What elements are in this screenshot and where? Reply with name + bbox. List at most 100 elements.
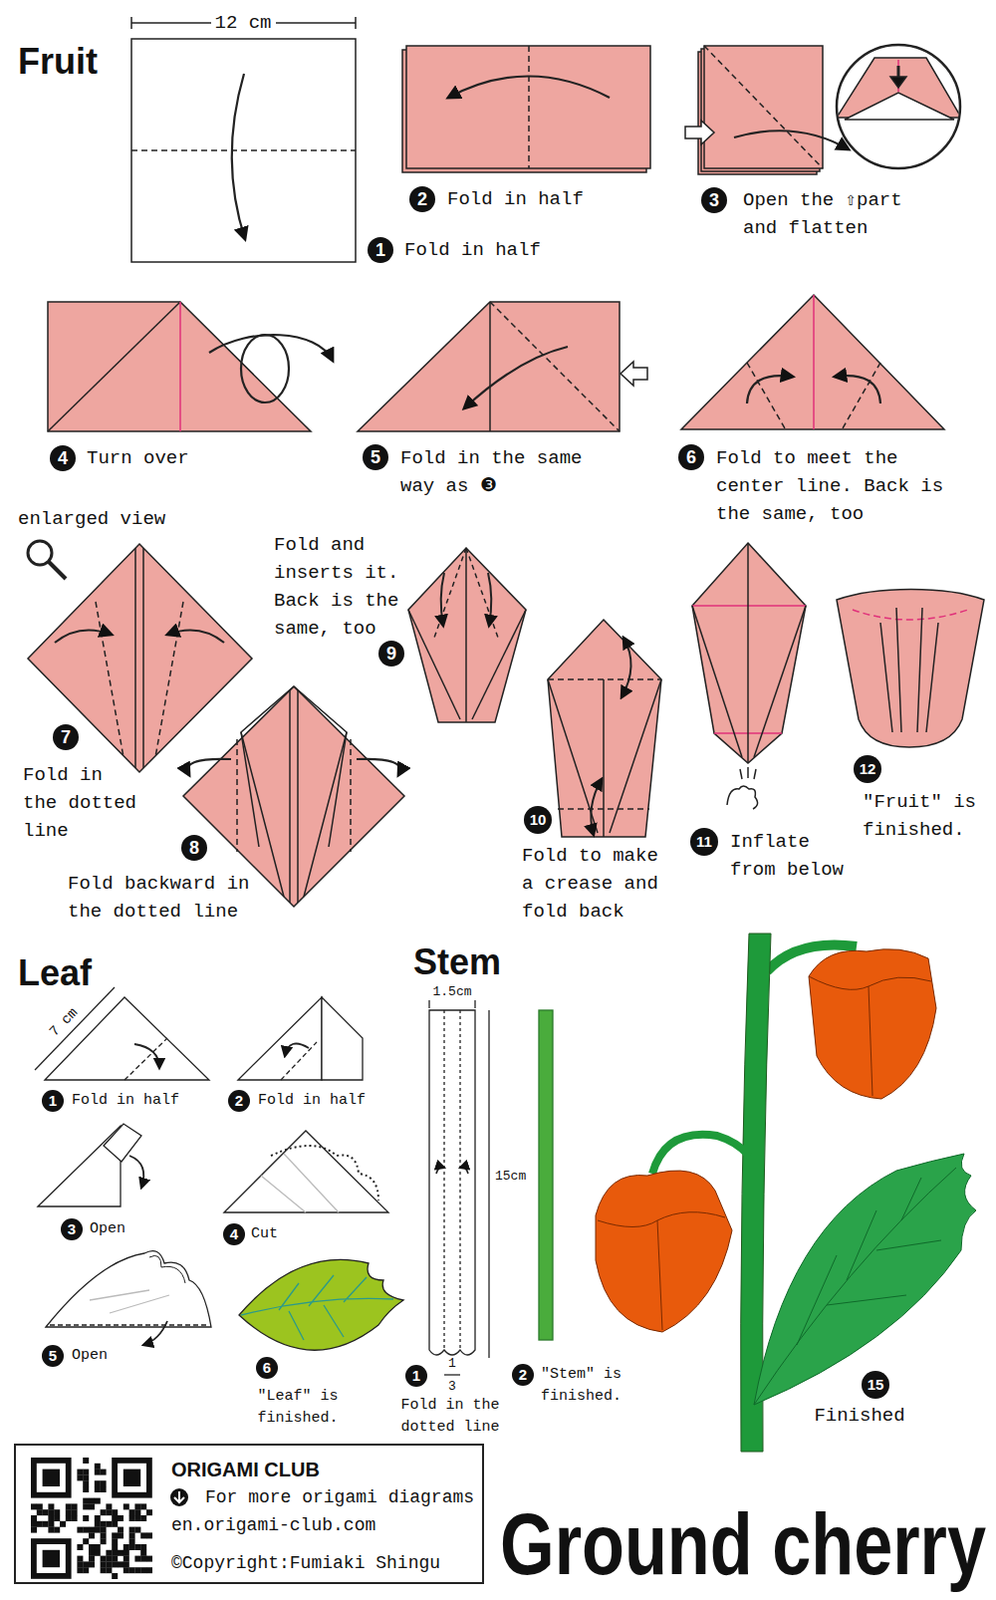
callout-number: 2 <box>511 1363 534 1386</box>
qr-module <box>76 1560 83 1567</box>
qr-module <box>117 1560 124 1567</box>
qr-module <box>105 1549 112 1556</box>
step-text: 7 cm <box>43 1001 83 1041</box>
qr-module <box>111 1560 118 1567</box>
qr-module <box>117 1526 124 1533</box>
step-text: Turn over <box>86 444 190 473</box>
step-text: Open <box>89 1218 126 1241</box>
qr-module <box>82 1502 89 1509</box>
qr-module <box>82 1497 89 1504</box>
qr-module <box>123 1543 130 1550</box>
callout-number: 1 <box>367 237 394 263</box>
qr-module <box>100 1469 107 1476</box>
qr-module <box>105 1566 112 1573</box>
qr-module <box>140 1549 147 1556</box>
qr-module <box>82 1560 89 1567</box>
callout-number: 1 <box>405 1364 428 1387</box>
qr-module <box>30 1537 72 1579</box>
callout-number: 5 <box>41 1344 64 1367</box>
qr-module <box>111 1531 118 1538</box>
qr-module <box>94 1543 101 1550</box>
qr-module <box>82 1566 89 1573</box>
qr-module <box>42 1508 49 1515</box>
qr-module <box>71 1508 78 1515</box>
qr-module <box>94 1486 101 1493</box>
info-text: ©Copyright:Fumiaki Shingu <box>171 1549 441 1576</box>
qr-module <box>94 1526 101 1533</box>
step-text: Fold in half <box>257 1089 366 1112</box>
qr-module <box>129 1508 136 1515</box>
step-text: 3 <box>448 1378 457 1395</box>
qr-module <box>30 1526 37 1533</box>
qr-module <box>94 1469 101 1476</box>
step-text: enlarged view <box>17 504 166 533</box>
qr-module <box>146 1508 153 1515</box>
callout-number: 11 <box>690 827 719 856</box>
qr-module <box>76 1555 83 1562</box>
callout-number: 1 <box>41 1089 64 1112</box>
qr-module <box>47 1508 54 1515</box>
qr-module <box>82 1486 89 1493</box>
step-text: Fold backward in the dotted line <box>67 869 257 926</box>
qr-module <box>146 1566 153 1573</box>
qr-module <box>134 1514 141 1521</box>
qr-module <box>88 1497 95 1504</box>
step-text: Finished <box>813 1401 905 1430</box>
qr-module <box>111 1555 118 1562</box>
qr-module <box>65 1514 72 1521</box>
qr-module <box>36 1543 66 1573</box>
qr-module <box>30 1457 72 1498</box>
qr-module <box>111 1514 118 1521</box>
qr-module <box>71 1502 78 1509</box>
info-box: ORIGAMI CLUBFor more origami diagramsen.… <box>13 1443 485 1584</box>
qr-module <box>100 1560 107 1567</box>
qr-module <box>105 1560 112 1567</box>
qr-module <box>53 1526 60 1533</box>
qr-module <box>123 1549 130 1556</box>
qr-module <box>129 1531 136 1538</box>
callout-number: 2 <box>228 1089 250 1112</box>
qr-module <box>111 1543 118 1550</box>
callout-number: 7 <box>52 724 79 750</box>
qr-module <box>65 1508 72 1515</box>
qr-module <box>94 1463 101 1470</box>
qr-module <box>71 1514 78 1521</box>
qr-module <box>134 1502 141 1509</box>
step-text: Fold to meet the center line. Back is th… <box>716 444 972 528</box>
qr-module <box>47 1514 54 1521</box>
qr-module <box>36 1520 43 1527</box>
qr-module <box>111 1457 153 1498</box>
qr-module <box>94 1514 101 1521</box>
title: Ground cherry <box>499 1495 987 1592</box>
qr-module <box>88 1549 95 1556</box>
qr-module <box>59 1520 66 1527</box>
qr-module <box>53 1508 60 1515</box>
qr-module <box>65 1502 72 1509</box>
qr-module <box>146 1555 153 1562</box>
qr-module <box>76 1469 83 1476</box>
info-text: For more origami diagrams <box>205 1484 475 1510</box>
callout-number: 15 <box>861 1370 890 1399</box>
qr-module <box>88 1543 95 1550</box>
qr-module <box>146 1531 153 1538</box>
qr-module <box>82 1474 89 1481</box>
step-text: ″Fruit″ is finished. <box>862 787 985 844</box>
qr-module <box>76 1543 83 1550</box>
qr-module <box>36 1508 43 1515</box>
qr-module <box>123 1469 141 1487</box>
qr-module <box>100 1537 107 1544</box>
qr-module <box>123 1502 130 1509</box>
callout-number: 2 <box>409 186 436 213</box>
qr-module <box>100 1531 107 1538</box>
qr-module <box>117 1531 124 1538</box>
qr-module <box>100 1480 107 1487</box>
qr-module <box>42 1469 60 1487</box>
qr-module <box>100 1520 107 1527</box>
step-text: 1 <box>448 1355 457 1372</box>
step-text: ″Stem″ is finished. <box>540 1363 633 1408</box>
step-text: Fold in half <box>404 236 541 264</box>
callout-number: 4 <box>49 445 76 472</box>
qr-module <box>94 1520 101 1527</box>
callout-number: 3 <box>701 187 728 214</box>
qr-module <box>82 1526 89 1533</box>
